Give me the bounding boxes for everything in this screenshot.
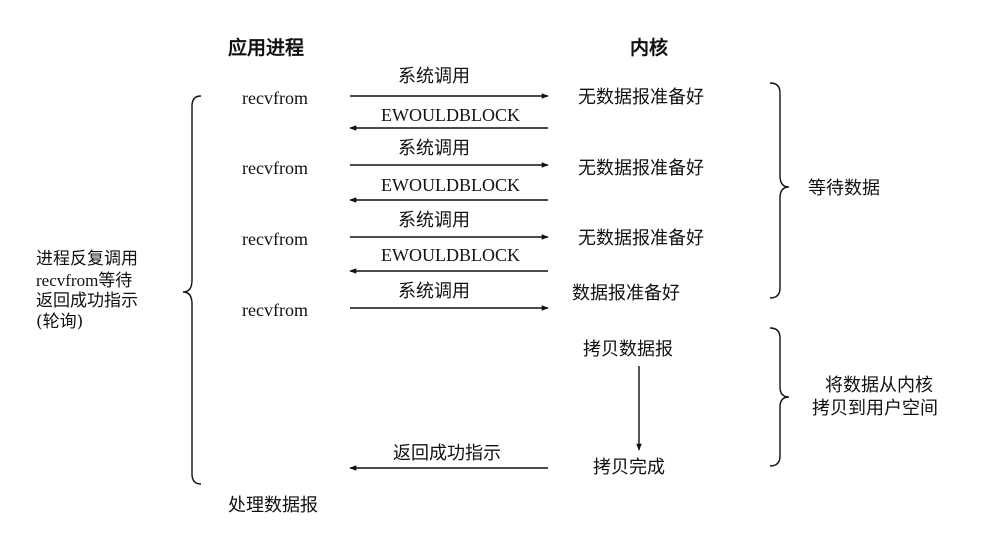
syscall-label-4: 系统调用 bbox=[398, 281, 470, 302]
syscall-label-3: 系统调用 bbox=[398, 210, 470, 231]
polling-label-line-2: recvfrom等待 bbox=[36, 271, 133, 290]
kernel-state-3: 无数据报准备好 bbox=[578, 228, 704, 249]
recvfrom-call-4: recvfrom bbox=[242, 300, 308, 320]
polling-label-line-4: (轮询) bbox=[36, 312, 84, 332]
syscall-label-1: 系统调用 bbox=[398, 66, 470, 87]
copy-complete-label: 拷贝完成 bbox=[593, 457, 665, 478]
kernel-header: 内核 bbox=[630, 37, 669, 59]
wait-data-label: 等待数据 bbox=[808, 178, 880, 199]
ewouldblock-label-3: EWOULDBLOCK bbox=[381, 245, 520, 265]
copy-to-user-label-1: 将数据从内核 bbox=[825, 375, 933, 396]
recvfrom-call-2: recvfrom bbox=[242, 158, 308, 178]
copy-datagram-label: 拷贝数据报 bbox=[583, 339, 673, 360]
left-brace bbox=[182, 95, 202, 485]
ewouldblock-label-1: EWOULDBLOCK bbox=[381, 105, 520, 125]
recvfrom-call-3: recvfrom bbox=[242, 229, 308, 249]
polling-label-line-1: 进程反复调用 bbox=[36, 249, 138, 269]
kernel-state-1: 无数据报准备好 bbox=[578, 87, 704, 108]
return-success-label: 返回成功指示 bbox=[393, 443, 501, 464]
copy-brace bbox=[769, 327, 790, 467]
copy-to-user-label-2: 拷贝到用户空间 bbox=[812, 398, 938, 419]
ewouldblock-label-2: EWOULDBLOCK bbox=[381, 175, 520, 195]
wait-data-brace bbox=[769, 82, 790, 299]
polling-label: 进程反复调用 recvfrom等待 返回成功指示 (轮询) bbox=[36, 249, 138, 333]
app-process-header: 应用进程 bbox=[228, 37, 305, 59]
recvfrom-call-1: recvfrom bbox=[242, 88, 308, 108]
process-datagram-label: 处理数据报 bbox=[228, 495, 318, 516]
syscall-label-2: 系统调用 bbox=[398, 138, 470, 159]
kernel-state-4: 数据报准备好 bbox=[572, 283, 680, 304]
polling-label-line-3: 返回成功指示 bbox=[36, 291, 138, 311]
kernel-state-2: 无数据报准备好 bbox=[578, 158, 704, 179]
